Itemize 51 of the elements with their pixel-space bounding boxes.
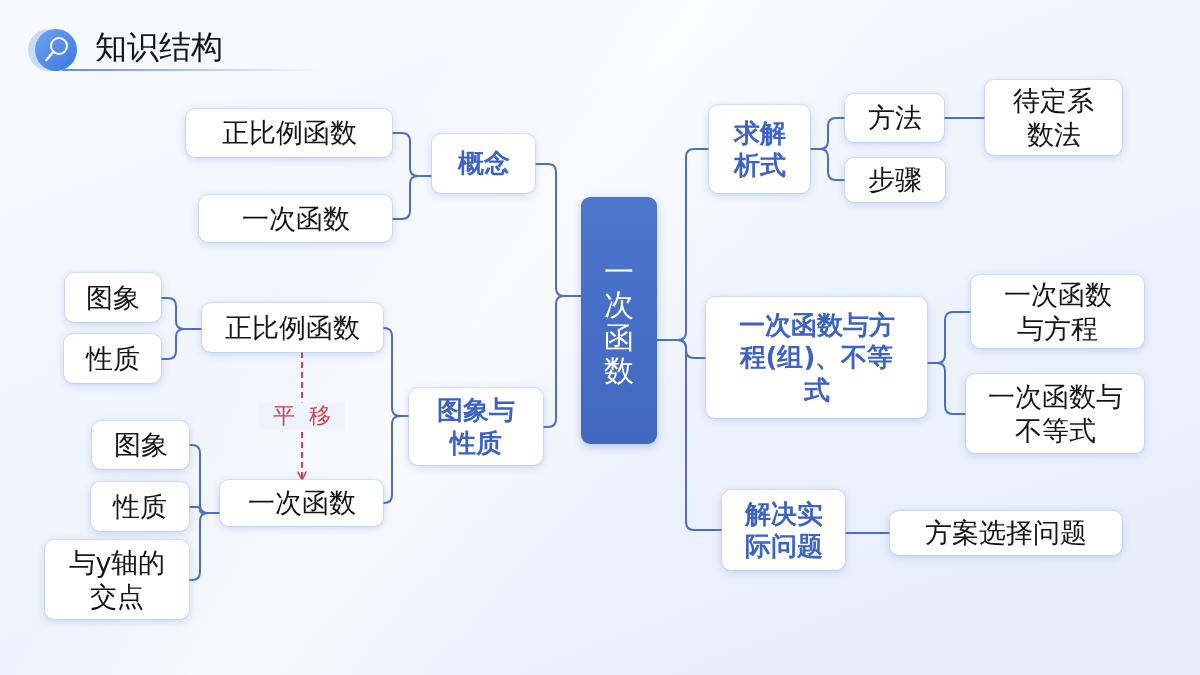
subtopic-box	[92, 421, 189, 469]
subtopic-box	[966, 374, 1144, 453]
subtopic-box	[64, 334, 161, 383]
branch-topic-text: 一次函数与方程(组)、不等式	[737, 308, 896, 407]
subtopic-box	[186, 109, 392, 157]
branch-topic-box	[706, 297, 927, 418]
branch-topic-box	[709, 105, 810, 193]
subtopic-text: 与y轴的交点	[67, 545, 167, 614]
brace-connector	[656, 339, 723, 531]
subtopic-box	[220, 480, 383, 526]
subtopic-text: 方法	[867, 101, 922, 135]
subtopic-box	[91, 482, 189, 531]
branch-topic-text: 概念	[457, 147, 510, 180]
subtopic-text: 一次函数与不等式	[986, 379, 1124, 448]
brace-connector	[188, 512, 221, 581]
subtopic-text: 一次函数	[241, 201, 350, 236]
subtopic-box	[65, 273, 161, 322]
subtopic-text: 一次函数	[247, 486, 356, 520]
subtopic-box	[890, 511, 1122, 555]
connector-line	[844, 532, 891, 534]
subtopic-box	[199, 195, 392, 242]
subtopic-text: 性质	[113, 489, 167, 524]
branch-topic-box	[409, 388, 543, 465]
subtopic-box	[971, 275, 1144, 348]
subtopic-text: 图象	[86, 280, 140, 315]
subtopic-text: 步骤	[868, 163, 922, 197]
central-topic-box	[581, 197, 657, 444]
subtopic-text: 正比例函数	[221, 116, 357, 150]
subtopic-box	[845, 158, 945, 202]
subtopic-box	[985, 80, 1122, 155]
subtopic-box	[45, 540, 189, 619]
subtopic-box	[202, 303, 383, 352]
subtopic-text: 一次函数与方程	[1002, 277, 1113, 346]
connector-line	[943, 117, 986, 119]
branch-topic-box	[432, 134, 535, 193]
subtopic-text: 性质	[85, 341, 140, 376]
branch-topic-text: 图象与性质	[436, 394, 516, 459]
subtopic-text: 待定系数法	[1012, 83, 1095, 152]
brace-connector	[809, 148, 846, 181]
page-title: 知识结构	[95, 27, 223, 67]
central-topic-text: 一次函数	[604, 254, 634, 387]
branch-topic-text: 求解析式	[732, 116, 787, 182]
subtopic-box	[845, 94, 944, 142]
subtopic-text: 图象	[113, 428, 168, 462]
subtopic-text: 方案选择问题	[925, 516, 1087, 550]
brace-connector	[542, 295, 582, 428]
branch-topic-box	[722, 490, 845, 570]
edge-label: 平移	[259, 402, 345, 430]
branch-topic-text: 解决实际问题	[743, 497, 824, 563]
brace-connector	[926, 362, 967, 415]
subtopic-text: 正比例函数	[225, 310, 360, 345]
